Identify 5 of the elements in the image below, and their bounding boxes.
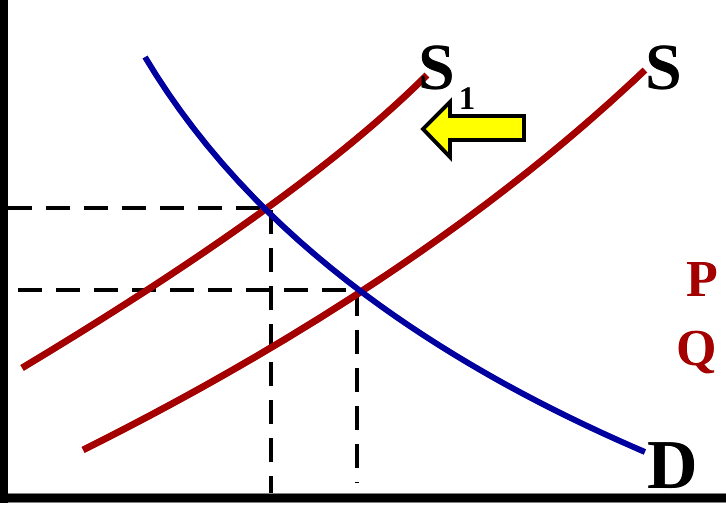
variable-label: Q <box>676 323 716 375</box>
curve-label: S$_{1}$ <box>418 35 476 118</box>
curve-label: S <box>645 35 682 101</box>
curve-label: D <box>647 431 698 501</box>
variable-label: P <box>686 254 718 306</box>
